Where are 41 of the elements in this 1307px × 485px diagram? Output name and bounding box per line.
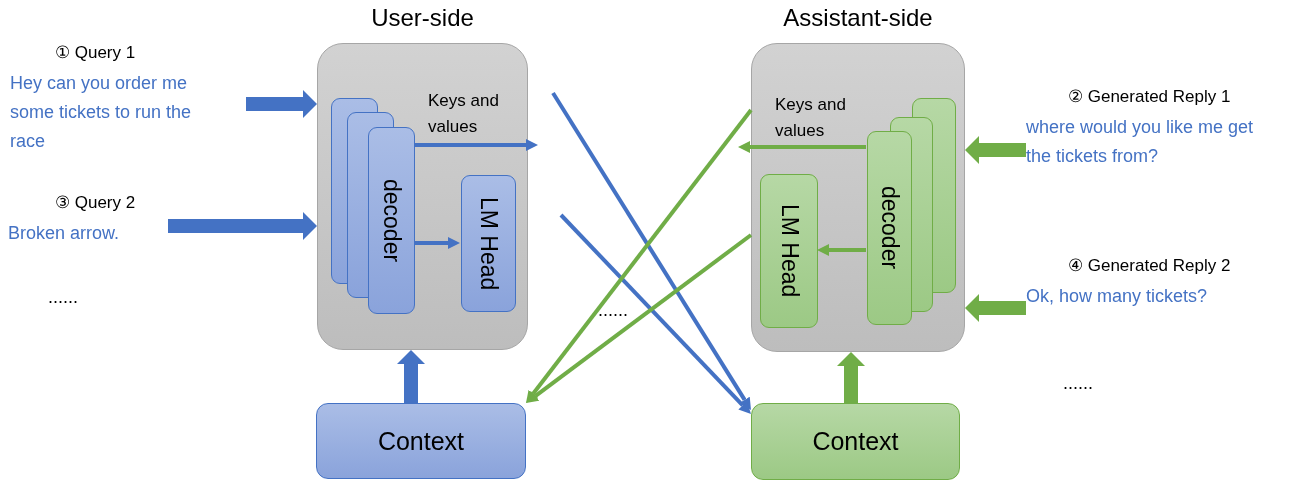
ellipsis-text: ...... [48,287,78,308]
block-arrow [965,136,1026,164]
block-arrow [168,212,317,240]
lm-head-block [760,174,818,328]
ellipsis-text: ...... [1063,373,1093,394]
arrow [738,141,866,153]
lm-head-block [461,175,516,312]
message-text: Ok, how many tickets? [1026,285,1209,308]
panel-title: User-side [370,4,475,32]
arrow [559,213,751,414]
block-label: LM Head [775,204,803,298]
block-arrow [397,350,425,403]
block-label: decoder [876,186,903,270]
decoder-stack [331,98,415,314]
block-label: decoder [378,178,405,263]
arrow [414,139,538,151]
message-heading: ① Query 1 [54,42,137,63]
message-heading: ③ Query 2 [54,192,137,213]
edge-label: Keys and values [775,94,847,142]
ellipsis-text: ...... [598,300,628,321]
context-box [751,403,960,480]
panel-title: Assistant-side [782,4,934,32]
edge-label: Keys and values [428,90,500,138]
box-label: Context [377,426,465,456]
message-text: Broken arrow. [8,222,121,245]
block-arrow [965,294,1026,322]
message-text: Hey can you order me some tickets to run the race [10,72,193,153]
arrow [526,108,753,403]
box-label: Context [812,427,899,456]
message-heading: ④ Generated Reply 2 [1067,255,1232,276]
message-heading: ② Generated Reply 1 [1067,86,1232,107]
decoder-stack [867,98,956,325]
arrow [414,237,460,249]
context-box [316,403,526,479]
arrow [551,91,751,410]
message-text: where would you like me get the tickets from? [1026,116,1255,168]
block-arrow [837,352,865,403]
arrow [526,233,753,403]
block-label: LM Head [475,196,502,291]
arrow [817,244,866,256]
block-arrow [246,90,317,118]
